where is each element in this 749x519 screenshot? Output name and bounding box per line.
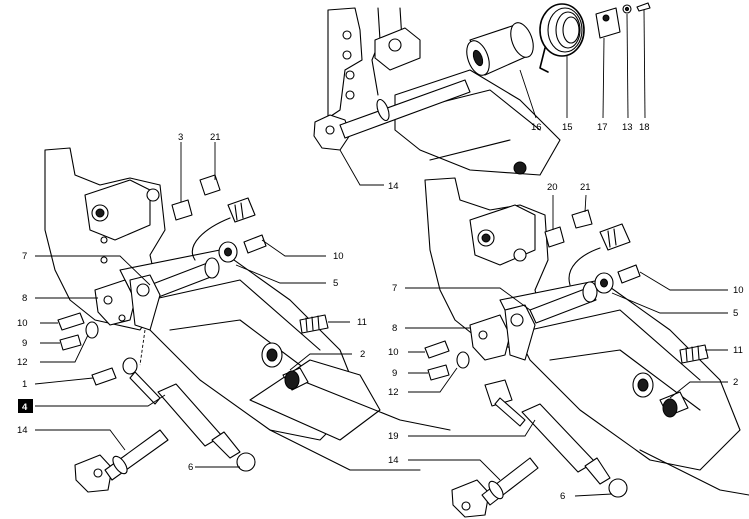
pin-7-right bbox=[529, 286, 597, 324]
left-assembly-view bbox=[34, 142, 451, 493]
callout-4: 4 bbox=[22, 402, 28, 413]
callout-3: 3 bbox=[178, 132, 183, 143]
plate-8-left bbox=[94, 279, 136, 326]
wing-nut-21-left bbox=[199, 174, 221, 196]
callout-1: 1 bbox=[22, 379, 27, 390]
beam-left bbox=[249, 359, 381, 441]
callout-10-left-b: 10 bbox=[17, 318, 28, 329]
screw-18 bbox=[636, 2, 651, 12]
callout-15: 15 bbox=[562, 122, 573, 133]
callout-7-left: 7 bbox=[22, 251, 27, 262]
shaft-14-right-head bbox=[451, 479, 490, 518]
bolt-10-left-b bbox=[57, 312, 85, 331]
frame-plate-top bbox=[327, 7, 363, 119]
washer-12-right bbox=[456, 351, 470, 369]
callout-8-left: 8 bbox=[22, 293, 27, 304]
callout-5-right: 5 bbox=[733, 308, 738, 319]
bolt-3 bbox=[171, 199, 193, 221]
callout-21-left: 21 bbox=[210, 132, 221, 143]
right-assembly-view bbox=[405, 177, 749, 518]
callout-10-right-a: 10 bbox=[733, 285, 744, 296]
callout-14-top: 14 bbox=[388, 181, 399, 192]
callout-9-right: 9 bbox=[392, 368, 397, 379]
bolt-10-left-a bbox=[243, 234, 267, 254]
gas-spring-19-mount bbox=[484, 379, 513, 407]
frame-hole-top-4 bbox=[345, 90, 355, 100]
callout-10-right-b: 10 bbox=[388, 347, 399, 358]
callout-6-left: 6 bbox=[188, 462, 193, 473]
bolt-10-right-a bbox=[617, 264, 641, 284]
callout-21-right: 21 bbox=[580, 182, 591, 193]
shaft-14-left-rod bbox=[104, 429, 169, 481]
callout-11-left: 11 bbox=[357, 317, 367, 328]
callout-19: 19 bbox=[388, 431, 399, 442]
callout-5-left: 5 bbox=[333, 278, 338, 289]
callout-10-left-a: 10 bbox=[333, 251, 344, 262]
plate-8-right bbox=[469, 314, 511, 361]
bolt-9-right bbox=[427, 364, 450, 381]
bolt-10-right-b bbox=[424, 340, 450, 359]
bracket-left bbox=[84, 179, 151, 241]
arm-boss-top bbox=[513, 161, 527, 175]
callout-8-right: 8 bbox=[392, 323, 397, 334]
frame-hole-top-1 bbox=[342, 30, 352, 40]
frame-hole-top-3 bbox=[345, 70, 355, 80]
wing-nut-21-right bbox=[571, 209, 593, 229]
frame-hole-top-2 bbox=[342, 50, 352, 60]
callout-11-right: 11 bbox=[733, 345, 743, 356]
callout-9-left: 9 bbox=[22, 338, 27, 349]
callout-12-left: 12 bbox=[17, 357, 28, 368]
bolt-9-left bbox=[59, 334, 82, 351]
callout-7-right: 7 bbox=[392, 283, 397, 294]
callout-2-right: 2 bbox=[733, 377, 738, 388]
callout-6-right: 6 bbox=[560, 491, 565, 502]
gas-spring-4-eye bbox=[122, 357, 138, 375]
callout-2-left: 2 bbox=[360, 349, 365, 360]
callout-14-right: 14 bbox=[388, 455, 399, 466]
end-fitting-6-left bbox=[236, 452, 256, 472]
plate-17 bbox=[595, 7, 621, 39]
highlight-box-4 bbox=[18, 399, 33, 413]
callout-20: 20 bbox=[547, 182, 558, 193]
callout-labels: 3 21 7 10 5 8 11 10 9 12 2 1 4 14 6 16 1… bbox=[17, 122, 744, 502]
gas-spring-4-rod bbox=[129, 371, 161, 405]
arm-right bbox=[499, 279, 741, 471]
callout-14-left: 14 bbox=[17, 425, 28, 436]
callout-16: 16 bbox=[531, 122, 542, 133]
end-fitting-6-right bbox=[608, 478, 628, 498]
callout-18: 18 bbox=[639, 122, 650, 133]
spring-15 bbox=[539, 3, 585, 73]
gas-spring-4-body bbox=[157, 383, 223, 447]
bolt-1 bbox=[91, 367, 117, 386]
callout-13: 13 bbox=[622, 122, 633, 133]
bolt-20 bbox=[544, 226, 565, 248]
callout-17: 17 bbox=[597, 122, 608, 133]
shaft-14-top-rod bbox=[339, 79, 471, 139]
callout-12-right: 12 bbox=[388, 387, 399, 398]
top-assembly-view bbox=[313, 2, 651, 186]
washer-12-left bbox=[85, 321, 99, 339]
